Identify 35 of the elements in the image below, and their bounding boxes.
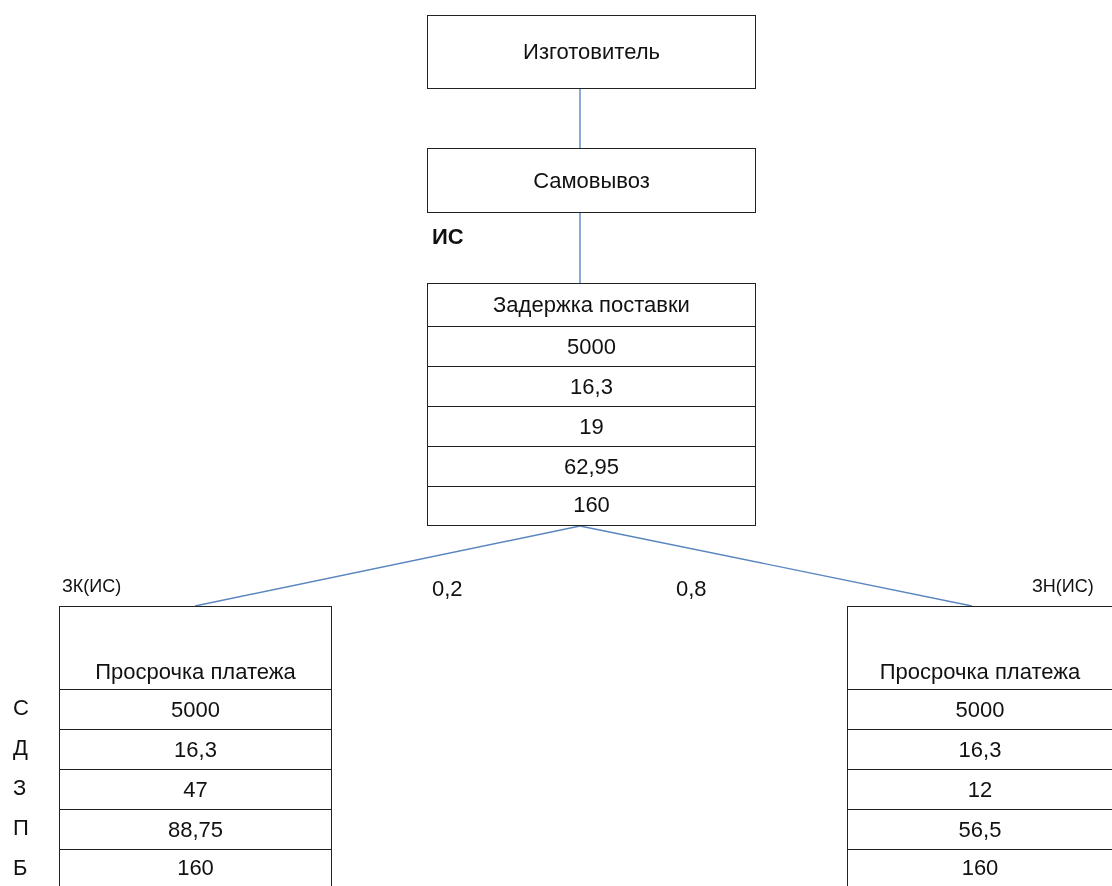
row-label: Д xyxy=(13,735,28,761)
table-cell: 88,75 xyxy=(60,809,331,849)
table-cell: 47 xyxy=(60,769,331,809)
connector-line xyxy=(579,88,581,149)
table-cell: 5000 xyxy=(60,689,331,729)
process-box: Изготовитель xyxy=(427,15,756,89)
connector-line xyxy=(194,525,581,607)
table-cell: 19 xyxy=(428,406,755,446)
table-header: Задержка поставки xyxy=(492,291,691,319)
table-cell: 56,5 xyxy=(848,809,1112,849)
data-table xyxy=(427,283,756,526)
set-label: ИС xyxy=(432,224,464,250)
process-box: Самовывоз xyxy=(427,148,756,213)
node-caption: ЗН(ИС) xyxy=(1032,576,1094,597)
row-label: С xyxy=(13,695,29,721)
table-cell: 62,95 xyxy=(428,446,755,486)
data-table xyxy=(59,606,332,886)
table-cell: 160 xyxy=(848,849,1112,886)
table-cell: 16,3 xyxy=(60,729,331,769)
data-table xyxy=(847,606,1112,886)
table-cell: 16,3 xyxy=(428,366,755,406)
row-label: З xyxy=(13,775,27,801)
connector-line xyxy=(579,212,581,284)
table-header: Просрочка платежа xyxy=(878,658,1082,686)
row-label: Б xyxy=(13,855,28,881)
connector-line xyxy=(579,525,973,607)
table-cell: 160 xyxy=(428,486,755,523)
table-cell: 12 xyxy=(848,769,1112,809)
table-cell: 5000 xyxy=(428,326,755,366)
table-cell: 5000 xyxy=(848,689,1112,729)
row-label: П xyxy=(13,815,29,841)
node-caption: ЗК(ИС) xyxy=(62,576,122,597)
table-cell: 160 xyxy=(60,849,331,886)
table-header: Просрочка платежа xyxy=(94,658,297,686)
table-cell: 16,3 xyxy=(848,729,1112,769)
